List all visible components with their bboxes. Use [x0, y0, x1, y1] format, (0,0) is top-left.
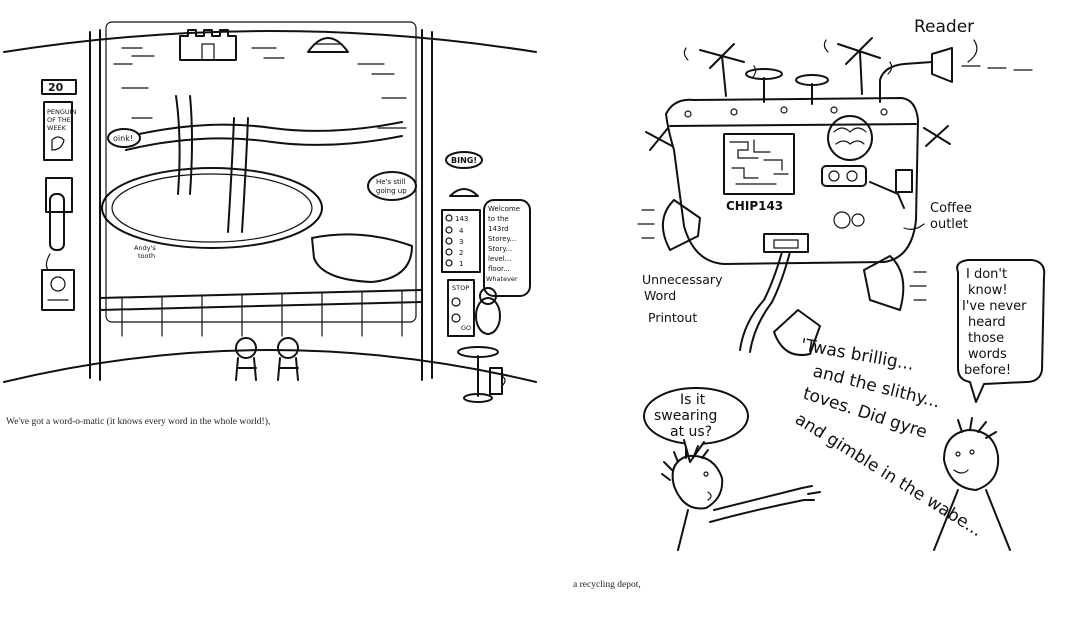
kids-characters [235, 337, 299, 381]
andy-tooth-label: Andy's [134, 244, 156, 252]
svg-text:143rd: 143rd [488, 225, 509, 233]
printout-label-1: Unnecessary [642, 272, 723, 287]
tree-trunk-right [227, 117, 235, 233]
top-knobs [745, 68, 829, 105]
railing-posts [121, 290, 403, 337]
propeller-left [683, 43, 757, 97]
word-o-matic-illustration: Reader CHIP143 Coffee outlet [614, 10, 1054, 558]
tree-trunk-left [175, 95, 181, 195]
penguin-of-week-plaque: 20 PENGUIN OF THE WEEK [41, 79, 77, 161]
svg-text:Is it: Is it [680, 392, 706, 408]
propeller-right [823, 37, 893, 95]
svg-text:level...: level... [488, 255, 511, 263]
svg-text:3: 3 [459, 238, 463, 246]
word-o-matic-drawing: Reader CHIP143 Coffee outlet [637, 17, 1046, 551]
svg-text:Storey...: Storey... [488, 235, 516, 243]
pool [101, 167, 323, 249]
svg-text:before!: before! [964, 363, 1011, 378]
plaque-line-1: PENGUIN [47, 108, 77, 116]
svg-text:floor...: floor... [488, 265, 510, 273]
plaque-number: 20 [48, 81, 64, 94]
svg-text:heard: heard [968, 315, 1006, 330]
brick-texture [113, 47, 407, 129]
svg-text:words: words [968, 347, 1007, 362]
svg-text:going up: going up [376, 187, 407, 195]
svg-text:at us?: at us? [670, 424, 712, 440]
printout-label-3: Printout [648, 310, 697, 325]
svg-text:swearing: swearing [654, 408, 717, 424]
chip [723, 133, 795, 195]
svg-text:I don't: I don't [966, 267, 1007, 282]
plaque-line-2: OF THE [47, 116, 71, 124]
coffee-label-2: outlet [930, 217, 968, 232]
castle [179, 29, 237, 61]
svg-text:know!: know! [968, 283, 1008, 298]
oink-text: oink! [113, 134, 133, 143]
boy-confused [933, 417, 1011, 551]
svg-text:Welcome: Welcome [488, 205, 520, 213]
side-propellers [645, 125, 951, 151]
caption-word-o-matic: We've got a word-o-matic (it knows every… [6, 417, 271, 427]
plaque-line-3: WEEK [47, 124, 67, 132]
reader-periscope [879, 61, 933, 103]
stop-label: STOP [452, 284, 469, 292]
printout-strip [739, 251, 783, 351]
svg-text:Whatever: Whatever [486, 275, 518, 283]
ceiling-arc [3, 30, 537, 53]
welcome-bubble [483, 199, 531, 297]
poem-text: 'Twas brillig... and the slithy... toves… [791, 335, 985, 541]
svg-text:He's still: He's still [376, 178, 406, 186]
svg-text:to the: to the [488, 215, 509, 223]
oink-bubble [107, 128, 141, 148]
go-label: GO [461, 324, 471, 332]
chip-label: CHIP143 [726, 199, 783, 213]
dont-know-bubble [956, 259, 1046, 403]
floor-arc [3, 349, 537, 383]
svg-text:those: those [968, 331, 1004, 346]
brain-dome [827, 115, 873, 161]
reader-dashes [961, 65, 1033, 71]
still-going-bubble [367, 171, 417, 201]
horn-lower [773, 309, 821, 356]
svg-text:Story...: Story... [488, 245, 512, 253]
stop-go-panel: STOP GO [447, 279, 475, 337]
rivets [684, 106, 888, 118]
floor-143: 143 [455, 215, 468, 223]
svg-text:1: 1 [459, 260, 463, 268]
printout-label-2: Word [644, 288, 676, 303]
svg-text:2: 2 [459, 249, 463, 257]
bing-text: BING! [451, 156, 477, 165]
reader-label: Reader [914, 17, 974, 37]
penguin-operator [457, 287, 501, 403]
printout-slot [763, 233, 809, 253]
lobby-drawing: 20 PENGUIN OF THE WEEK oink! He's still … [3, 21, 537, 403]
dome [307, 37, 349, 53]
bing-bubble [445, 151, 483, 169]
caption-recycling-depot: a recycling depot, [573, 580, 641, 590]
extinguisher [45, 177, 73, 271]
horn-left [662, 199, 701, 251]
coffee-label-1: Coffee [930, 201, 972, 216]
wall-window [41, 269, 75, 311]
winding-path [121, 121, 403, 139]
elevator-indicator: 143 4 3 2 1 [441, 188, 481, 273]
svg-text:4: 4 [459, 227, 464, 235]
cup [489, 367, 506, 395]
svg-text:I've never: I've never [962, 299, 1027, 314]
svg-text:tooth: tooth [138, 252, 155, 260]
horn-right [863, 255, 905, 311]
machine-body [665, 97, 919, 265]
treehouse-lobby-illustration: 20 PENGUIN OF THE WEEK oink! He's still … [2, 18, 538, 406]
boy-pointing [661, 445, 821, 551]
coffee-tap [869, 181, 905, 209]
lower-pool [311, 233, 413, 283]
